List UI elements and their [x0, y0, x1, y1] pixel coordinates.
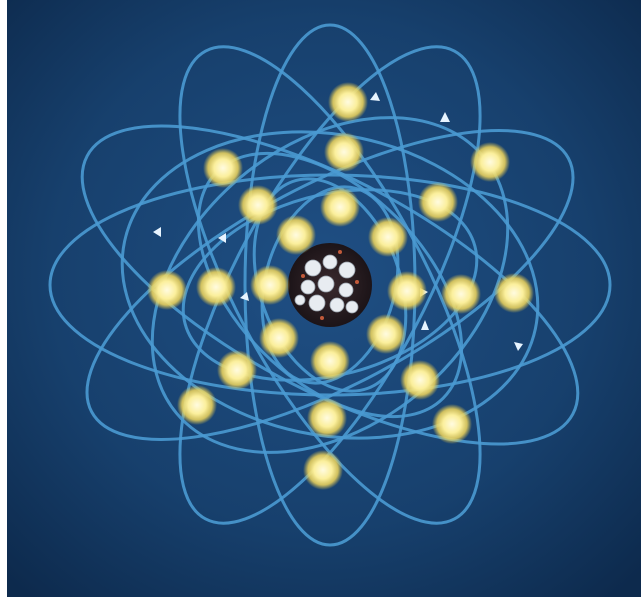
electron — [259, 318, 299, 358]
nucleon — [346, 301, 358, 313]
nucleon — [339, 262, 355, 278]
nucleon — [318, 276, 334, 292]
electron — [303, 450, 343, 490]
electron — [238, 185, 278, 225]
speck — [320, 316, 324, 320]
electron — [196, 267, 236, 307]
electron — [203, 148, 243, 188]
nucleon — [295, 295, 305, 305]
electron — [320, 187, 360, 227]
nucleon — [305, 260, 321, 276]
nucleon — [309, 295, 325, 311]
electron — [250, 265, 290, 305]
electron — [400, 360, 440, 400]
electron — [432, 404, 472, 444]
electron — [217, 350, 257, 390]
electron — [324, 132, 364, 172]
nucleon — [301, 280, 315, 294]
bottom-border — [0, 597, 641, 608]
electron — [366, 314, 406, 354]
electron — [177, 385, 217, 425]
nucleon — [330, 298, 344, 312]
electron — [418, 182, 458, 222]
electron — [494, 273, 534, 313]
electron — [307, 398, 347, 438]
electron — [328, 82, 368, 122]
electron — [147, 270, 187, 310]
speck — [338, 250, 342, 254]
electron — [368, 217, 408, 257]
left-border — [0, 0, 7, 608]
nucleon — [323, 255, 337, 269]
nucleon — [339, 283, 353, 297]
electron — [470, 142, 510, 182]
electron — [310, 341, 350, 381]
speck — [355, 280, 359, 284]
electron — [387, 271, 427, 311]
electron — [441, 274, 481, 314]
electron — [276, 215, 316, 255]
nucleus — [288, 243, 372, 327]
speck — [301, 274, 305, 278]
